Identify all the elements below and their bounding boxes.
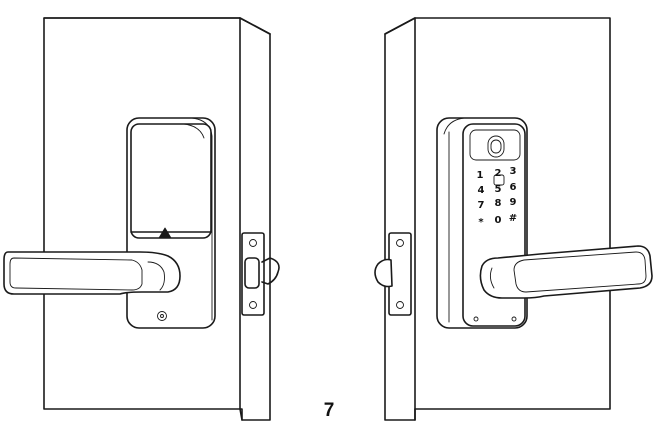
keypad-key: # — [509, 213, 517, 224]
right-lever-handle — [479, 245, 653, 299]
keypad-key: 4 — [478, 185, 485, 196]
left-strike-plate — [241, 232, 280, 316]
left-lock-body — [126, 117, 216, 329]
keypad-key: * — [478, 217, 484, 228]
keypad-key: 2 — [495, 168, 502, 179]
fingerprint-sensor — [487, 135, 505, 158]
keypad: 1 2 3 4 5 6 7 8 9 * 0 # — [477, 166, 518, 228]
keypad-key: 8 — [495, 198, 502, 209]
page-number: 7 — [323, 400, 335, 421]
keypad-key: 0 — [495, 215, 502, 226]
keypad-key: 9 — [510, 197, 517, 208]
right-strike-plate — [374, 232, 412, 316]
keypad-key: 1 — [477, 170, 484, 181]
keypad-key: 7 — [478, 200, 485, 211]
keypad-key: 5 — [495, 184, 502, 195]
lock-status-icon — [493, 174, 505, 186]
keypad-key: 3 — [510, 166, 517, 177]
left-lever-handle — [3, 251, 181, 295]
keypad-key: 6 — [510, 182, 517, 193]
